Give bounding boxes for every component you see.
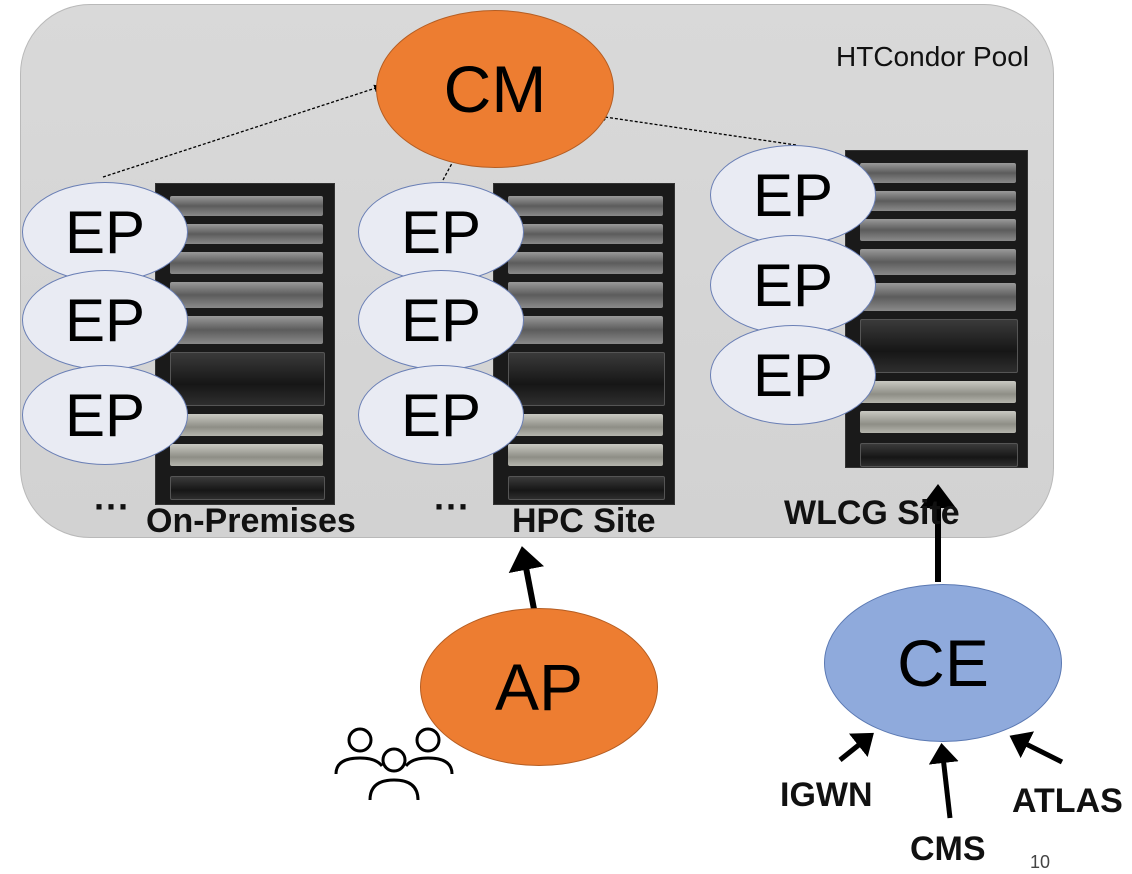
cm-node: CM bbox=[376, 10, 614, 168]
ep-label: EP bbox=[400, 381, 482, 449]
cm-label: CM bbox=[443, 52, 547, 126]
ep-node-onprem-3: EP bbox=[22, 365, 188, 465]
rack-on-premises bbox=[155, 183, 335, 505]
arrow-onprem-to-cm bbox=[102, 84, 383, 178]
ap-node: AP bbox=[420, 608, 658, 766]
ep-label: EP bbox=[400, 198, 482, 266]
source-label-igwn: IGWN bbox=[780, 776, 873, 814]
source-label-atlas: ATLAS bbox=[1012, 782, 1123, 820]
site-label-on-premises: On-Premises bbox=[146, 502, 356, 540]
ap-label: AP bbox=[494, 650, 584, 724]
ep-label: EP bbox=[64, 198, 146, 266]
ep-node-onprem-1: EP bbox=[22, 182, 188, 282]
ep-label: EP bbox=[752, 161, 834, 229]
ep-node-wlcg-2: EP bbox=[710, 235, 876, 335]
users-icon bbox=[334, 727, 454, 801]
ellipsis-hpc: ··· bbox=[434, 486, 470, 527]
ep-label: EP bbox=[752, 341, 834, 409]
ep-node-onprem-2: EP bbox=[22, 270, 188, 370]
ep-node-wlcg-3: EP bbox=[710, 325, 876, 425]
pool-title: HTCondor Pool bbox=[836, 41, 1029, 72]
ep-label: EP bbox=[64, 381, 146, 449]
ep-node-hpc-3: EP bbox=[358, 365, 524, 465]
arrow-wlcg-to-cm bbox=[597, 113, 797, 146]
ep-node-wlcg-1: EP bbox=[710, 145, 876, 245]
ep-label: EP bbox=[752, 251, 834, 319]
rack-wlcg bbox=[845, 150, 1028, 468]
ep-node-hpc-2: EP bbox=[358, 270, 524, 370]
page-number: 10 bbox=[1030, 852, 1051, 872]
ep-node-hpc-1: EP bbox=[358, 182, 524, 282]
ce-node: CE bbox=[824, 584, 1062, 742]
arrow-atlas-to-ce bbox=[1009, 731, 1064, 765]
ellipsis-onprem: ··· bbox=[94, 486, 130, 527]
arrow-cms-to-ce bbox=[928, 743, 959, 819]
ce-label: CE bbox=[897, 626, 989, 700]
site-label-wlcg: WLCG Site bbox=[784, 494, 960, 532]
source-label-cms: CMS bbox=[910, 830, 986, 868]
site-label-hpc: HPC Site bbox=[512, 502, 656, 540]
ep-label: EP bbox=[64, 286, 146, 354]
arrow-igwn-to-ce bbox=[838, 732, 874, 762]
ep-label: EP bbox=[400, 286, 482, 354]
